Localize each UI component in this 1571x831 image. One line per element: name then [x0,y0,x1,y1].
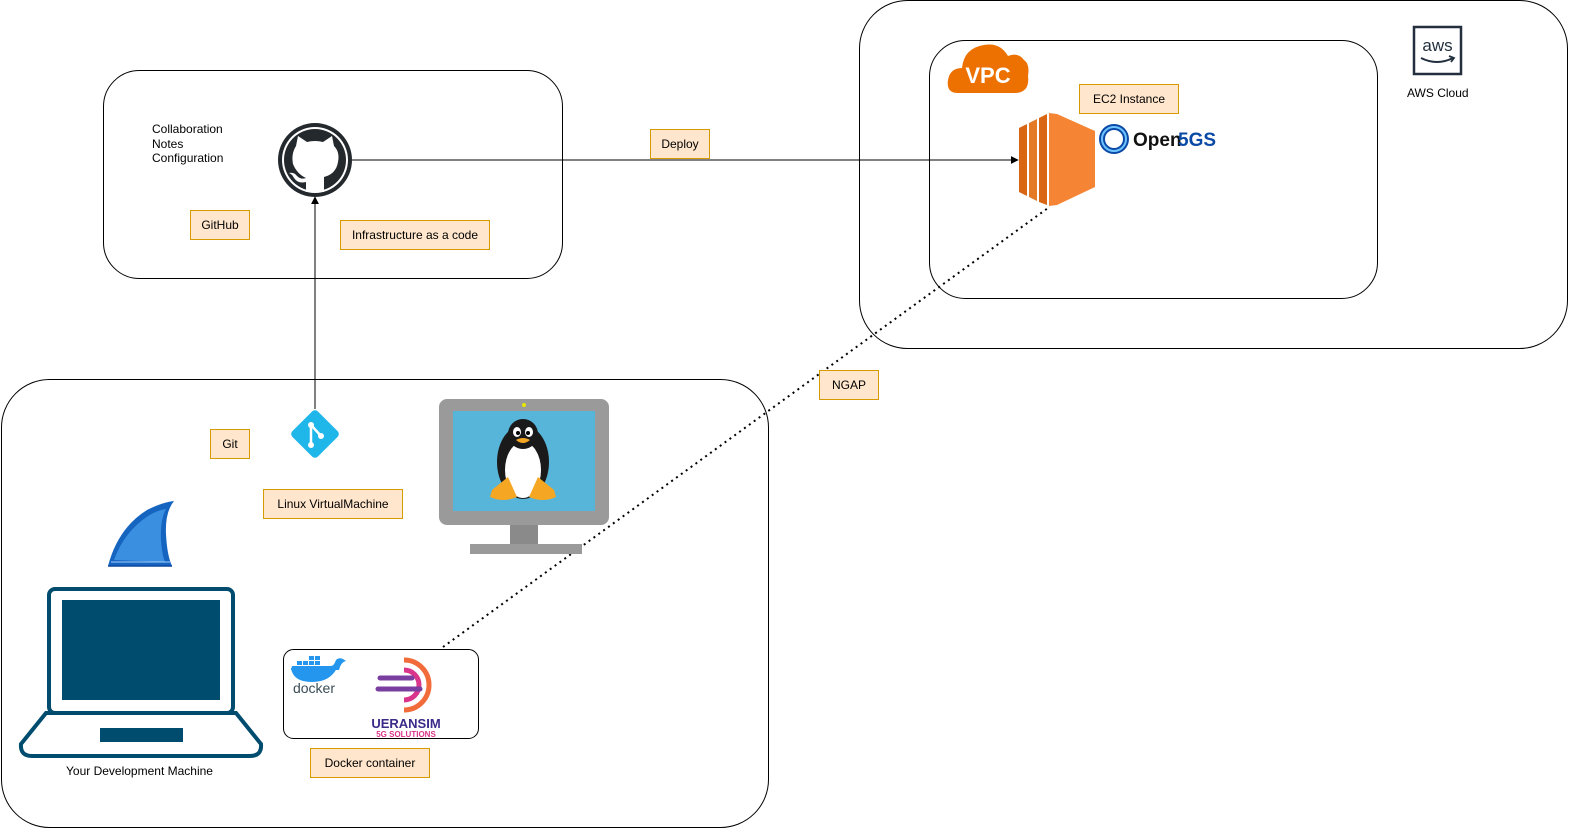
ueransim-logo-icon: UERANSIM 5G SOLUTIONS [371,657,441,739]
vpc-group [929,40,1378,299]
github-notes: Collaboration Notes Configuration [152,122,223,166]
note-collaboration: Collaboration [152,122,223,136]
laptop-icon [18,587,264,758]
github-group [103,70,563,279]
deploy-label: Deploy [650,129,710,159]
ngap-label: NGAP [819,370,879,400]
open5gs-logo-icon: Open 5GS [1099,124,1216,154]
wireshark-fin-icon [108,501,174,567]
github-icon [278,123,352,197]
aws-cloud-label: AWS Cloud [1407,86,1469,100]
svg-text:5G SOLUTIONS: 5G SOLUTIONS [376,730,436,739]
git-icon [291,410,339,458]
docker-container-label: Docker container [310,748,430,778]
ec2-instance-icon [1019,113,1095,206]
ec2-instance-label: EC2 Instance [1079,84,1179,114]
svg-text:UERANSIM: UERANSIM [371,716,440,731]
svg-text:VPC: VPC [965,63,1010,88]
aws-cloud-group [859,0,1568,349]
note-notes: Notes [152,136,184,151]
tux-penguin-icon [490,419,556,500]
svg-text:aws: aws [1422,36,1452,55]
iac-label: Infrastructure as a code [340,220,490,250]
dev-machine-label: Your Development Machine [66,764,213,778]
note-configuration: Configuration [152,151,224,165]
aws-logo-icon: aws [1412,25,1463,76]
dev-machine-group [1,379,769,828]
linux-vm-label: Linux VirtualMachine [263,489,403,519]
github-label: GitHub [190,210,250,240]
docker-logo-icon: docker [291,656,346,696]
svg-text:Open: Open [1133,130,1182,151]
svg-text:5GS: 5GS [1178,130,1216,151]
ngap-dotted-link [442,207,1049,648]
git-label: Git [210,429,250,459]
docker-container-group [283,649,479,739]
vpc-cloud-icon: VPC [947,44,1029,93]
svg-text:docker: docker [293,680,335,696]
